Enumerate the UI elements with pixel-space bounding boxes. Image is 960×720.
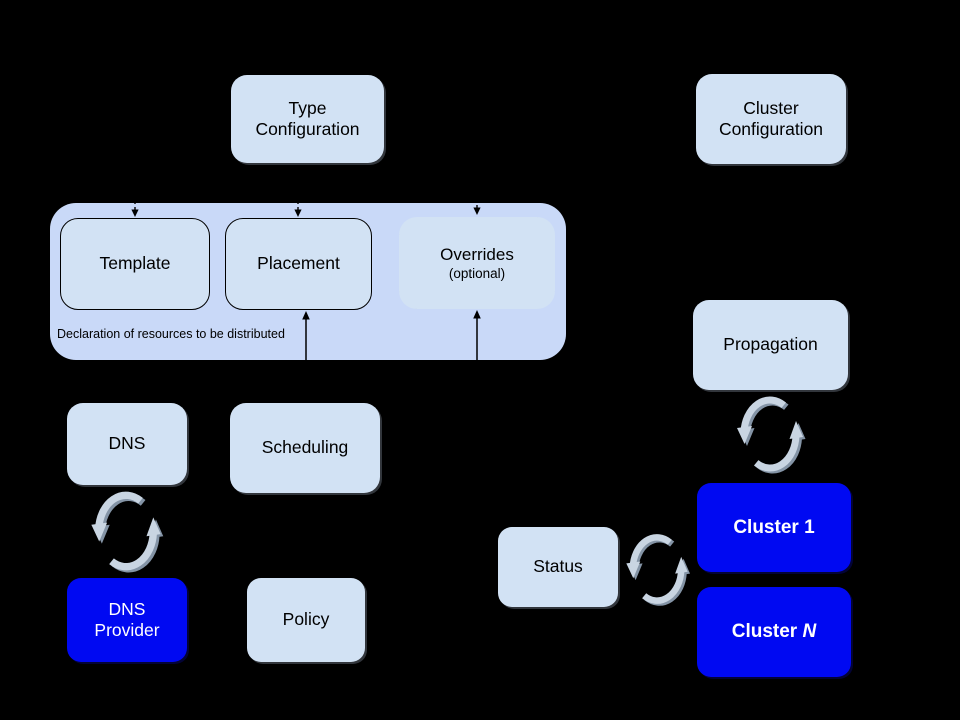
node-label: Overrides	[440, 244, 514, 264]
cluster-label-prefix: Cluster	[733, 516, 799, 538]
node-policy: Policy	[247, 578, 365, 662]
sync-icon	[91, 495, 163, 569]
node-propagation: Propagation	[693, 300, 848, 390]
node-label: Scheduling	[261, 437, 349, 458]
node-label: Configuration	[718, 119, 824, 139]
sync-icon	[626, 537, 690, 602]
node-label: Status	[533, 556, 583, 577]
cluster-label-suffix: N	[802, 621, 817, 643]
node-label: Cluster	[743, 97, 799, 118]
node-label: Placement	[257, 253, 340, 274]
node-label: Propagation	[723, 334, 818, 355]
node-scheduling: Scheduling	[230, 403, 380, 493]
node-sublabel: (optional)	[448, 265, 506, 281]
node-label: Policy	[282, 609, 330, 630]
node-dns-provider: DNS Provider	[67, 578, 187, 662]
sync-icon	[737, 400, 806, 470]
node-label: DNS	[108, 433, 146, 454]
node-label: Provider	[94, 620, 160, 640]
node-status: Status	[498, 527, 618, 607]
declaration-caption: Declaration of resources to be distribut…	[57, 327, 285, 341]
node-template: Template	[60, 218, 210, 310]
node-overrides: Overrides (optional)	[399, 217, 555, 309]
node-type-configuration: Type Configuration	[231, 75, 384, 163]
node-label: DNS	[108, 598, 146, 619]
cluster-label-prefix: Cluster	[731, 621, 798, 643]
node-label: Type	[288, 97, 327, 118]
cluster-label-suffix: 1	[804, 516, 815, 538]
node-label: Template	[99, 253, 171, 274]
node-cluster-configuration: Cluster Configuration	[696, 74, 846, 164]
node-placement: Placement	[225, 218, 372, 310]
node-dns: DNS	[67, 403, 187, 485]
node-label: Configuration	[255, 119, 360, 139]
